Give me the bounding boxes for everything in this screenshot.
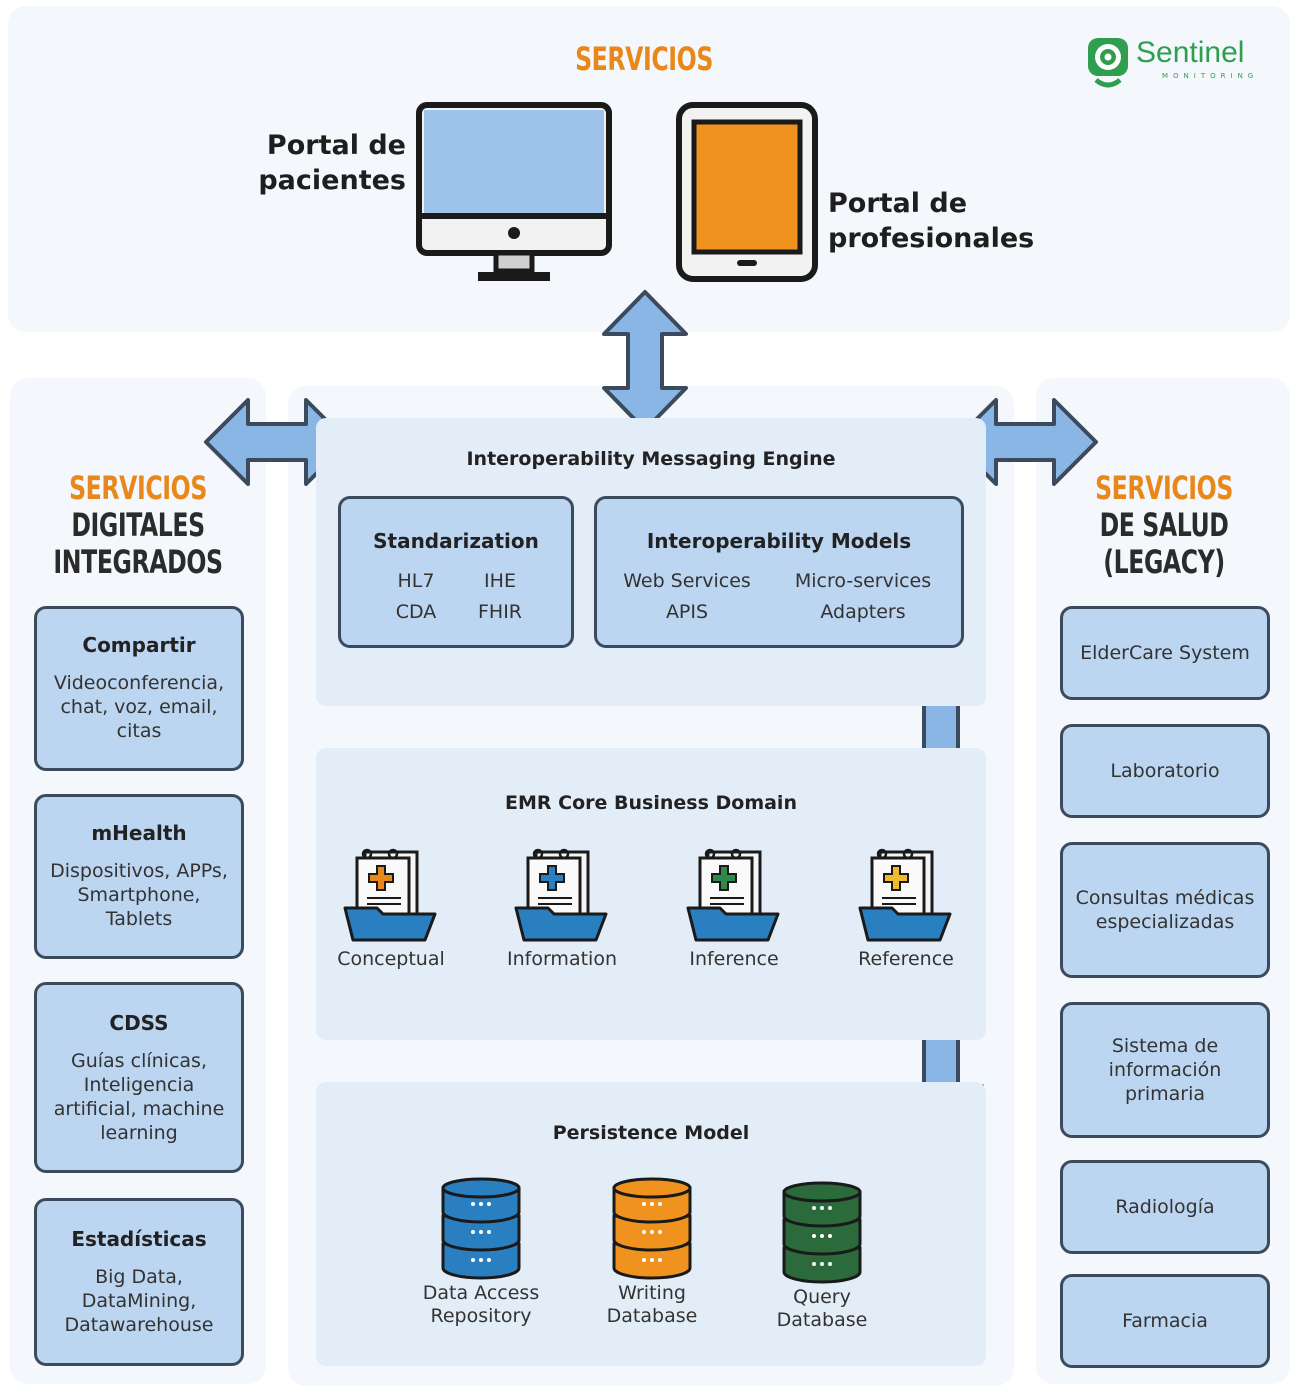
- vertical-arrow-top: [602, 290, 688, 432]
- interoperability-models-card: Interoperability Models Web Services Mic…: [594, 496, 964, 648]
- card-mhealth: mHealth Dispositivos, APPs,Smartphone,Ta…: [34, 794, 244, 959]
- emr-title: EMR Core Business Domain: [505, 792, 797, 814]
- patient-portal-label: Portal de pacientes: [258, 130, 406, 196]
- tablet-icon: [676, 102, 818, 282]
- sentinel-logo: Sentinel MONITORING: [1086, 36, 1266, 92]
- left-services-heading: SERVICIOS DIGITALES INTEGRADOS: [53, 469, 223, 581]
- card-estadisticas: Estadísticas Big Data,DataMining,Datawar…: [34, 1198, 244, 1366]
- services-top-panel: [8, 6, 1290, 332]
- brand-tagline: MONITORING: [1162, 72, 1259, 80]
- card-laboratorio: Laboratorio: [1060, 724, 1270, 818]
- brand-name: Sentinel: [1136, 36, 1245, 69]
- card-farmacia: Farmacia: [1060, 1274, 1270, 1368]
- card-eldercare: ElderCare System: [1060, 606, 1270, 700]
- emr-items: [316, 848, 986, 988]
- right-services-heading: SERVICIOS DE SALUD (LEGACY): [1095, 469, 1233, 581]
- engine-title: Interoperability Messaging Engine: [466, 448, 836, 470]
- persistence-title: Persistence Model: [552, 1122, 750, 1144]
- camera-logo-icon: [1088, 38, 1128, 88]
- services-heading: SERVICIOS: [575, 40, 713, 78]
- standarization-card: Standarization HL7 IHE CDA FHIR: [338, 496, 574, 648]
- card-radiologia: Radiología: [1060, 1160, 1270, 1254]
- pro-portal-label: Portal de profesionales: [828, 188, 1035, 254]
- card-compartir: Compartir Videoconferencia,chat, voz, em…: [34, 606, 244, 771]
- horizontal-arrow-right: [952, 398, 1098, 486]
- desktop-monitor-icon: [416, 102, 612, 281]
